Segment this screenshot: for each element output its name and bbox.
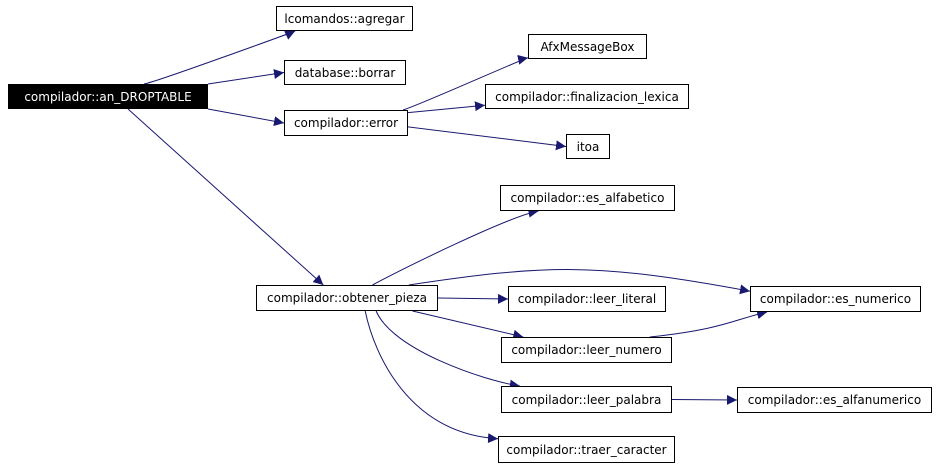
edge-obtener-pieza-to-leer-palabra bbox=[375, 310, 520, 390]
edge-compilador-error-to-finalizacion-lexica bbox=[407, 101, 486, 114]
node-leer-literal[interactable]: compilador::leer_literal bbox=[508, 286, 666, 312]
edge-root-to-compilador-error bbox=[207, 108, 285, 127]
edge-leer-palabra-to-es-alfanumerico bbox=[671, 394, 738, 405]
node-lcomandos-agregar[interactable]: lcomandos::agregar bbox=[276, 6, 413, 31]
edge-obtener-pieza-to-leer-numero bbox=[412, 310, 524, 340]
edge-compilador-error-to-afxmessagebox bbox=[402, 54, 529, 111]
node-compilador-error[interactable]: compilador::error bbox=[284, 110, 408, 136]
node-es-numerico[interactable]: compilador::es_numerico bbox=[750, 286, 921, 312]
edge-compilador-error-to-itoa bbox=[407, 126, 567, 151]
edge-root-to-lcomandos-agregar bbox=[143, 30, 296, 85]
node-an-droptable: compilador::an_DROPTABLE bbox=[8, 84, 208, 109]
node-leer-palabra[interactable]: compilador::leer_palabra bbox=[501, 386, 672, 413]
edge-obtener-pieza-to-es-alfabetico bbox=[372, 207, 539, 286]
node-es-alfabetico[interactable]: compilador::es_alfabetico bbox=[500, 185, 675, 211]
node-database-borrar[interactable]: database::borrar bbox=[284, 60, 406, 85]
node-traer-caracter[interactable]: compilador::traer_caracter bbox=[498, 436, 675, 463]
edge-root-to-database-borrar bbox=[207, 69, 285, 85]
edge-obtener-pieza-to-leer-literal bbox=[437, 293, 509, 304]
node-afxmessagebox[interactable]: AfxMessageBox bbox=[528, 34, 647, 59]
edge-root-to-obtener-pieza bbox=[127, 108, 324, 286]
edge-obtener-pieza-to-traer-caracter bbox=[364, 310, 499, 444]
edge-leer-numero-to-es-numerico bbox=[649, 309, 768, 338]
node-obtener-pieza[interactable]: compilador::obtener_pieza bbox=[256, 285, 438, 311]
node-leer-numero[interactable]: compilador::leer_numero bbox=[501, 337, 672, 363]
edge-obtener-pieza-to-es-numerico bbox=[408, 269, 751, 295]
node-itoa[interactable]: itoa bbox=[566, 134, 610, 159]
node-finalizacion-lexica[interactable]: compilador::finalizacion_lexica bbox=[485, 84, 689, 109]
node-es-alfanumerico[interactable]: compilador::es_alfanumerico bbox=[737, 387, 932, 413]
